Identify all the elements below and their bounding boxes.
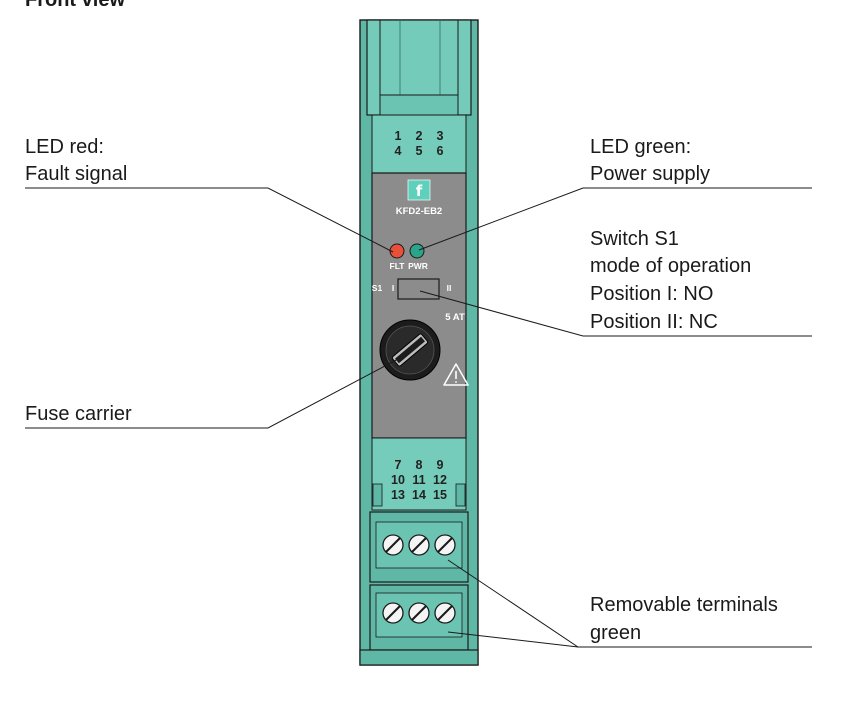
screw-icon	[408, 602, 430, 624]
svg-text:Position I: NO: Position I: NO	[590, 283, 713, 305]
terminal-5: 5	[416, 144, 423, 158]
svg-text:Switch S1: Switch S1	[590, 228, 679, 250]
svg-text:Position II: NC: Position II: NC	[590, 311, 718, 333]
led-power-indicator	[409, 243, 425, 259]
terminal-1: 1	[395, 129, 402, 143]
svg-text:mode of operation: mode of operation	[590, 255, 751, 277]
terminal-14: 14	[412, 488, 426, 502]
led-power-label: PWR	[408, 261, 428, 271]
terminal-10: 10	[391, 473, 405, 487]
switch-pos-1: I	[392, 283, 394, 293]
svg-text:Fault signal: Fault signal	[25, 163, 127, 185]
upper-terminal-screws	[382, 534, 456, 556]
svg-text:LED green:: LED green:	[590, 136, 691, 158]
callout-switch: Switch S1 mode of operation Position I: …	[419, 228, 812, 337]
terminal-3: 3	[437, 129, 444, 143]
warning-triangle-icon	[443, 363, 469, 386]
terminal-11: 11	[412, 473, 425, 487]
bottom-terminal-numbers: 7 8 9 10 11 12 13 14 15	[391, 458, 447, 502]
terminal-13: 13	[391, 488, 405, 502]
svg-text:Fuse carrier: Fuse carrier	[25, 403, 132, 425]
callout-led-green: LED green: Power supply	[418, 136, 812, 251]
terminal-6: 6	[437, 144, 444, 158]
svg-text:f: f	[416, 182, 423, 200]
led-fault-label: FLT	[390, 261, 406, 271]
model-label: KFD2-EB2	[396, 206, 442, 217]
callout-led-red: LED red: Fault signal	[25, 136, 394, 253]
callout-fuse: Fuse carrier	[25, 357, 401, 429]
fuse-rating: 5 AT	[445, 312, 465, 323]
screw-icon	[434, 534, 456, 556]
device-housing	[359, 19, 479, 666]
terminal-15: 15	[433, 488, 447, 502]
svg-text:Power supply: Power supply	[590, 163, 710, 185]
fuse-carrier[interactable]	[379, 319, 441, 381]
screw-icon	[408, 534, 430, 556]
terminal-9: 9	[437, 458, 444, 472]
switch-pos-2: II	[447, 283, 452, 293]
terminal-4: 4	[395, 144, 402, 158]
screw-icon	[382, 602, 404, 624]
terminal-8: 8	[416, 458, 423, 472]
screw-icon	[382, 534, 404, 556]
svg-text:Removable terminals: Removable terminals	[590, 594, 778, 616]
switch-label: S1	[372, 283, 383, 293]
callout-terminals: Removable terminals green	[447, 559, 812, 648]
screw-icon	[434, 602, 456, 624]
pf-logo-icon: f	[407, 179, 431, 201]
terminal-7: 7	[395, 458, 402, 472]
top-terminal-numbers: 1 2 3 4 5 6	[395, 129, 444, 158]
terminal-2: 2	[416, 129, 423, 143]
diagram-title: Front view	[25, 0, 125, 11]
lower-terminal-screws	[382, 602, 456, 624]
terminal-12: 12	[433, 473, 447, 487]
svg-text:green: green	[590, 622, 641, 644]
switch-s1[interactable]	[397, 278, 440, 300]
svg-text:LED red:: LED red:	[25, 136, 104, 158]
